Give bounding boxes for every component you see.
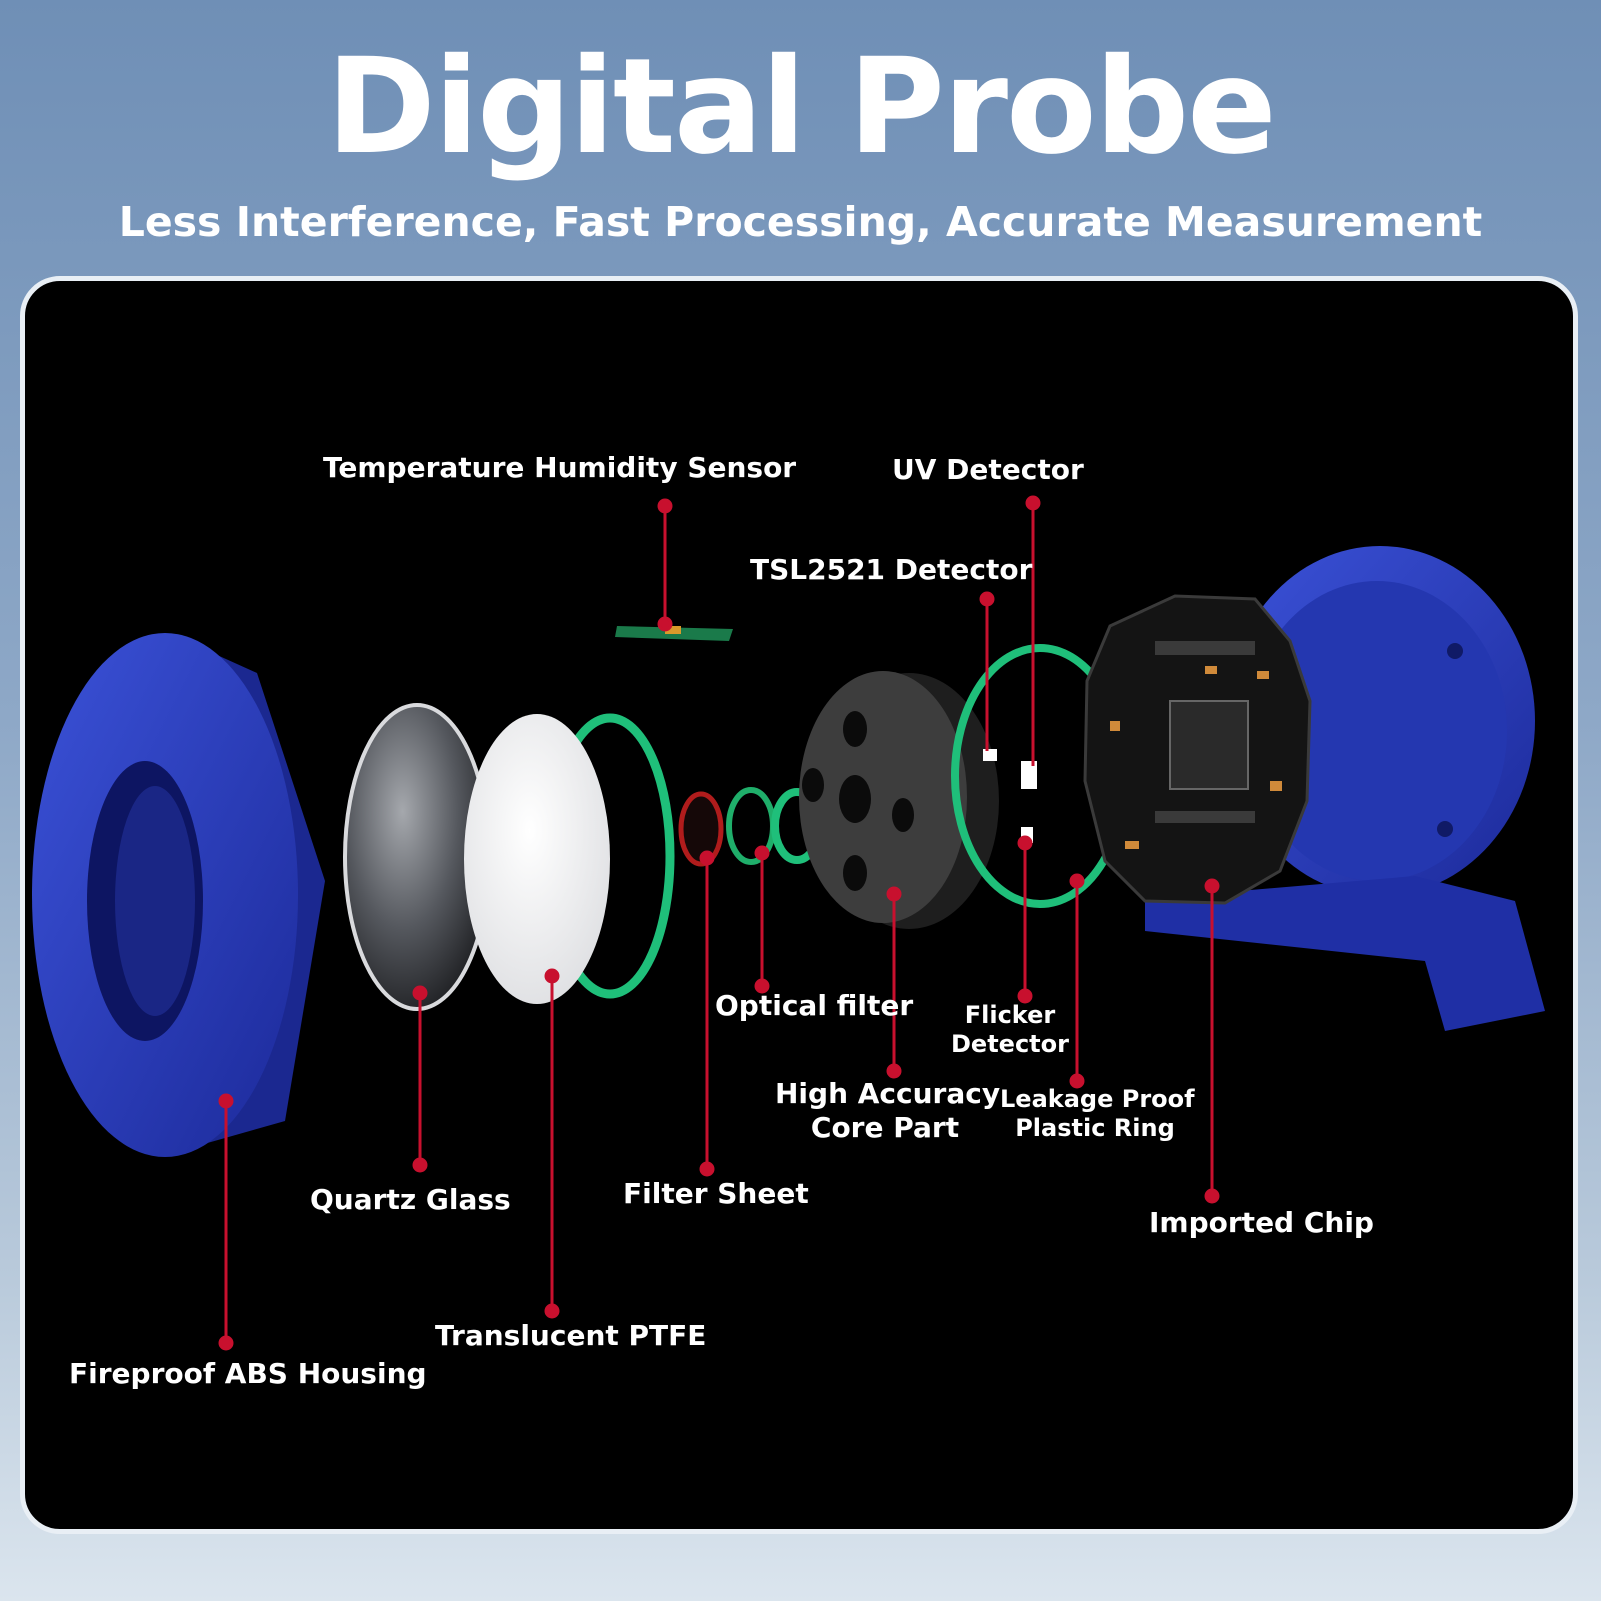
imported-chip-pcb: [1083, 594, 1312, 905]
label-translucent-ptfe: Translucent PTFE: [435, 1319, 707, 1352]
exploded-diagram-panel: Temperature Humidity Sensor UV Detector …: [20, 276, 1578, 1534]
label-leakage-line1: Leakage Proof: [1000, 1085, 1195, 1113]
core-part-disc: [799, 671, 999, 929]
label-temperature-humidity-sensor: Temperature Humidity Sensor: [323, 451, 797, 484]
label-leakage-proof-plastic-ring: Leakage Proof Plastic Ring: [1000, 1085, 1195, 1143]
label-flicker-line1: Flicker: [964, 1001, 1056, 1029]
label-imported-chip: Imported Chip: [1149, 1206, 1374, 1239]
label-core-line2: Core Part: [810, 1110, 960, 1144]
filter-sheet-part: [678, 791, 724, 867]
label-high-accuracy-core-part: High Accuracy Core Part: [775, 1077, 1001, 1144]
page-title: Digital Probe: [326, 30, 1276, 184]
abs-housing-part: [32, 633, 325, 1157]
label-fireproof-abs-housing: Fireproof ABS Housing: [69, 1357, 427, 1390]
label-leakage-line2: Plastic Ring: [1015, 1113, 1175, 1142]
translucent-ptfe-part: [464, 714, 610, 1004]
label-quartz-glass: Quartz Glass: [310, 1183, 511, 1216]
leader-lines: [218, 495, 1220, 1351]
exploded-view-illustration: [32, 495, 1545, 1351]
tsl2521-detector-chip: [983, 749, 997, 761]
label-flicker-line2: Detector: [951, 1029, 1069, 1058]
temperature-humidity-sensor-chip: [615, 626, 733, 641]
label-optical-filter: Optical filter: [715, 989, 914, 1022]
label-core-line1: High Accuracy: [775, 1077, 1001, 1110]
label-uv-detector: UV Detector: [892, 453, 1084, 486]
label-flicker-detector: Flicker Detector: [935, 1001, 1085, 1059]
label-tsl2521-detector: TSL2521 Detector: [750, 553, 1033, 586]
label-filter-sheet: Filter Sheet: [623, 1177, 809, 1210]
uv-detector-chip: [1021, 761, 1037, 789]
page-subtitle: Less Interference, Fast Processing, Accu…: [118, 198, 1483, 246]
